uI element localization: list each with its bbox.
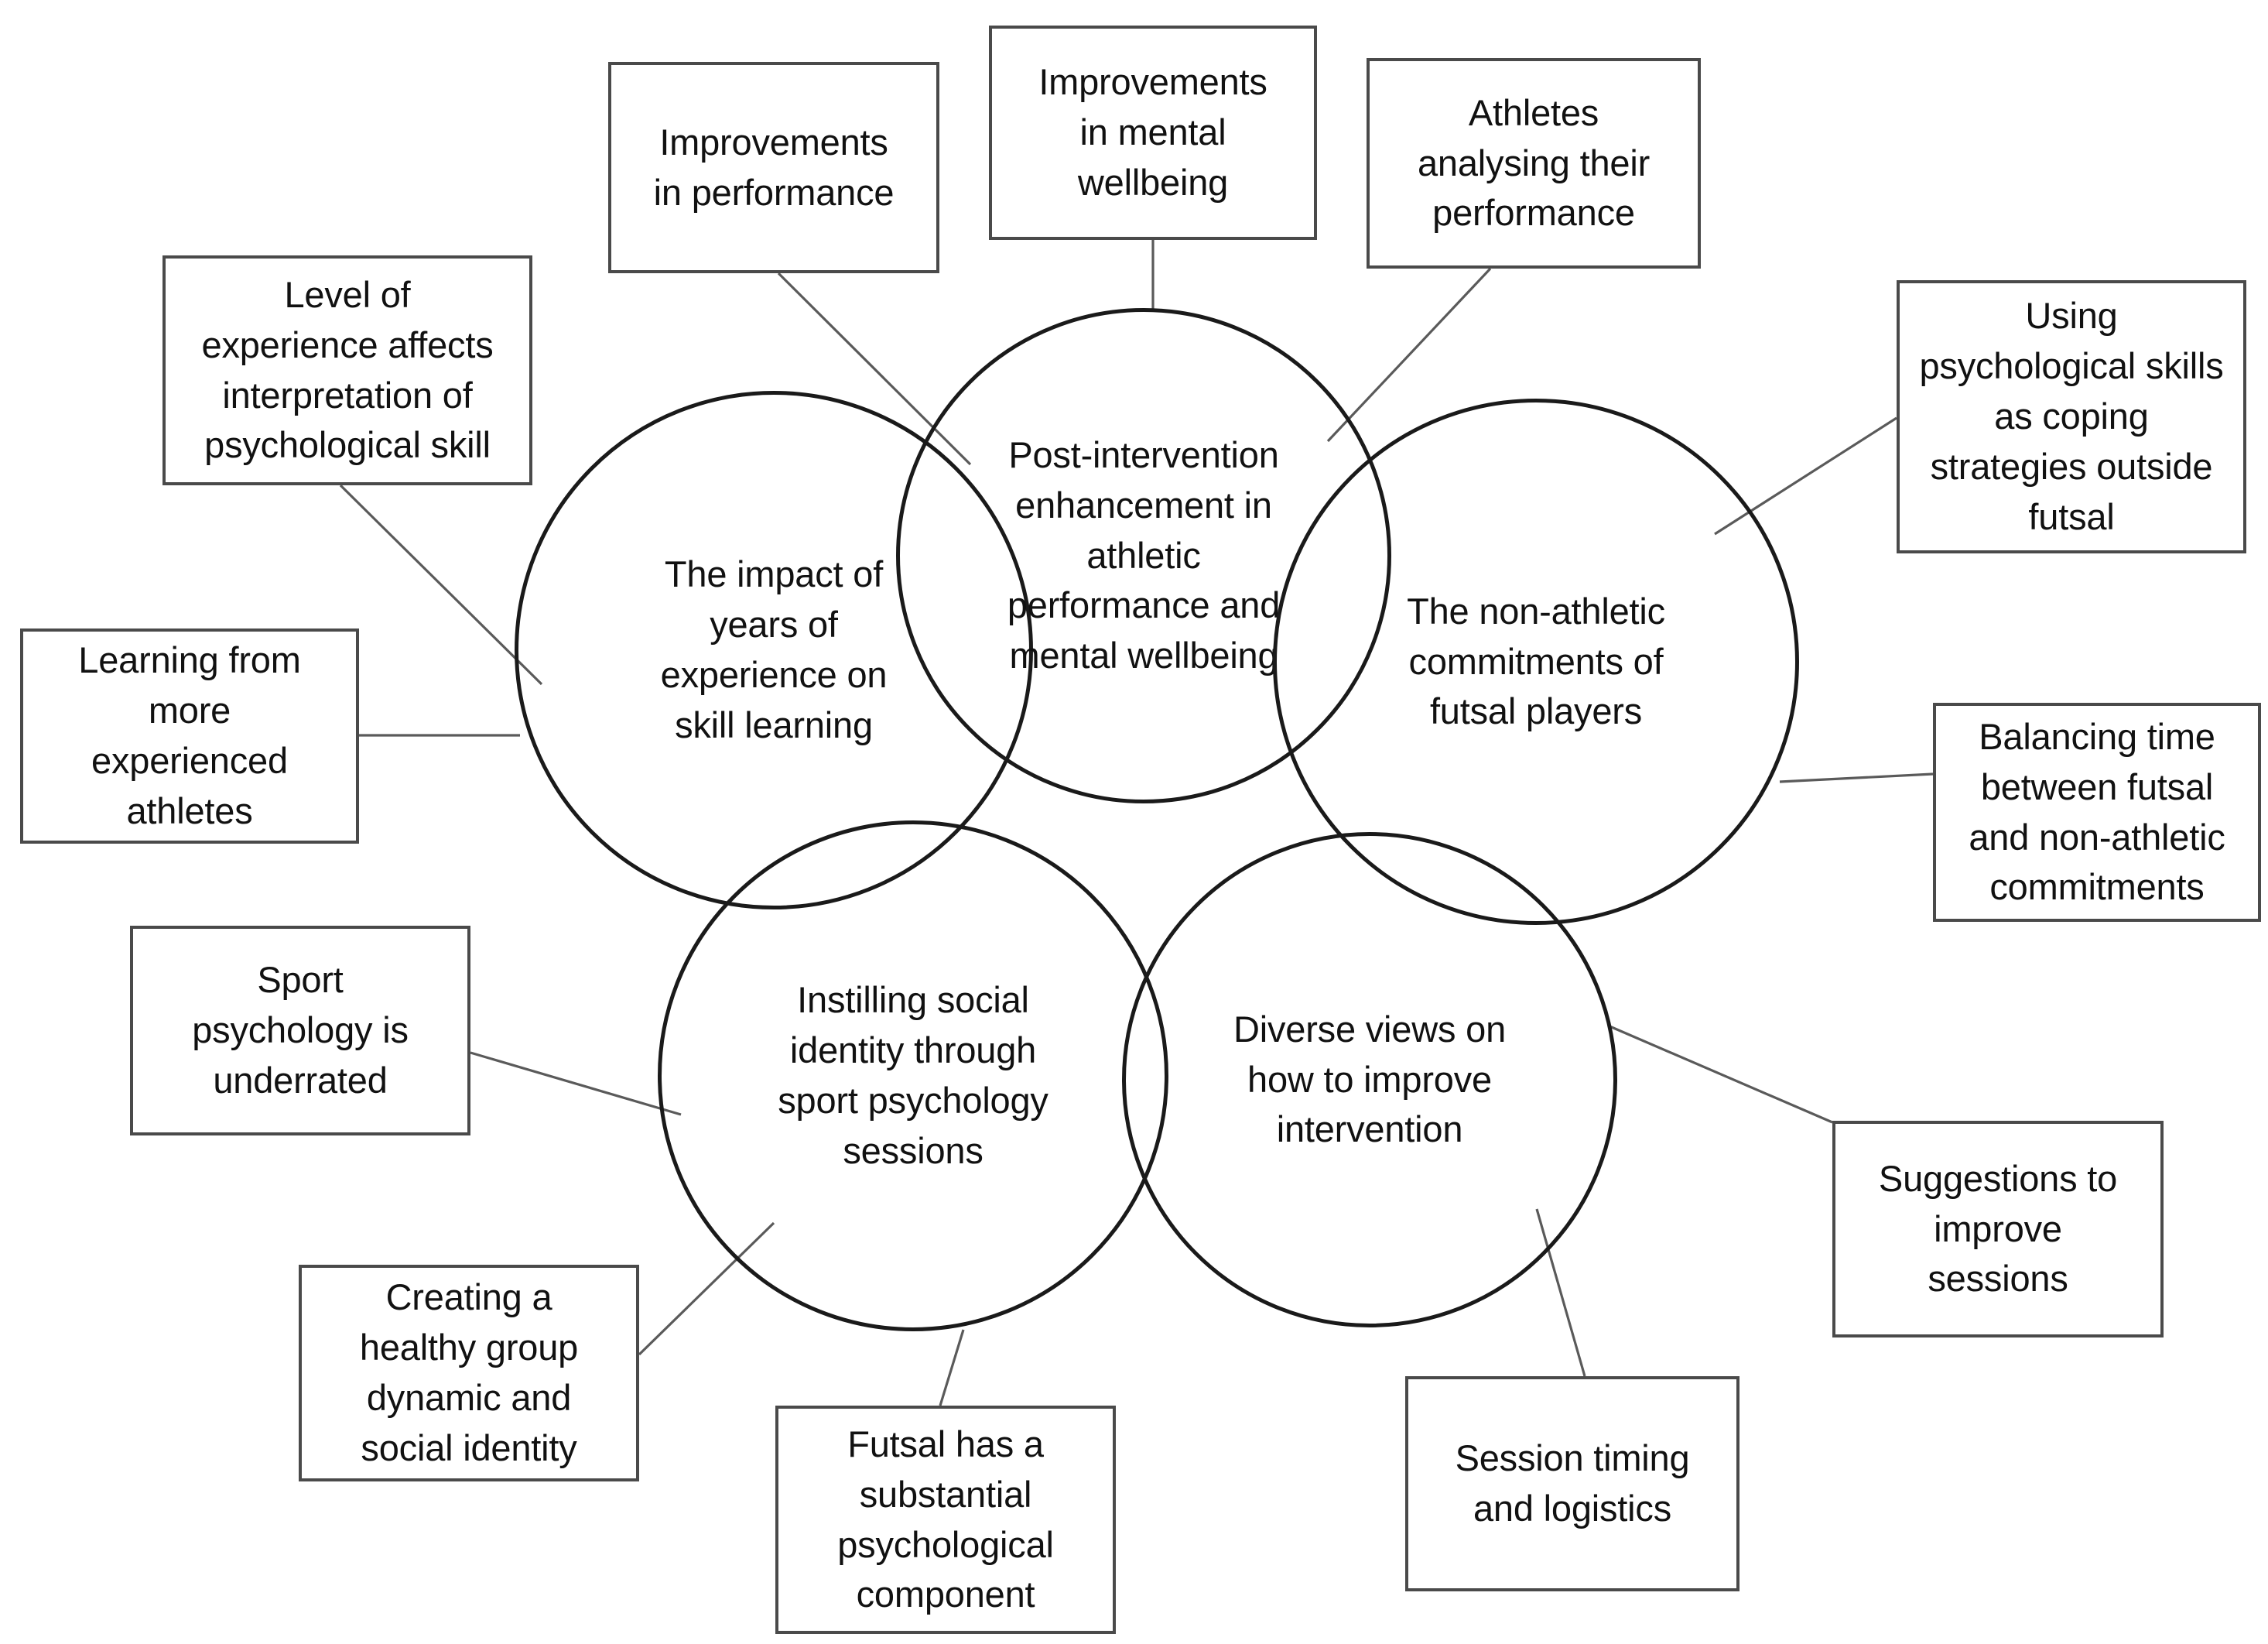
theme-circle-non-athletic-commitments[interactable]: The non-athletic commitments of futsal p… <box>1273 399 1799 925</box>
code-box-sport-psychology-underrated[interactable]: Sport psychology is underrated <box>130 926 470 1135</box>
code-box-label: Improvements in mental wellbeing <box>1038 61 1267 203</box>
code-box-athletes-analysing-performance[interactable]: Athletes analysing their performance <box>1367 58 1701 269</box>
code-box-label: Improvements in performance <box>653 121 895 213</box>
theme-circle-label: The impact of years of experience on ski… <box>660 553 888 745</box>
code-box-label: Session timing and logistics <box>1455 1437 1690 1529</box>
code-box-level-of-experience-interpretation[interactable]: Level of experience affects interpretati… <box>162 255 532 485</box>
code-box-label: Creating a healthy group dynamic and soc… <box>359 1276 579 1468</box>
code-box-creating-healthy-group-dynamic[interactable]: Creating a healthy group dynamic and soc… <box>299 1265 639 1481</box>
theme-circle-label: Post-intervention enhancement in athleti… <box>1007 433 1281 676</box>
code-box-improvements-in-mental-wellbeing[interactable]: Improvements in mental wellbeing <box>989 26 1317 240</box>
theme-circle-label: Instilling social identity through sport… <box>778 979 1048 1171</box>
code-box-label: Using psychological skills as coping str… <box>1919 295 2224 537</box>
code-box-session-timing-and-logistics[interactable]: Session timing and logistics <box>1405 1376 1739 1591</box>
code-box-futsal-substantial-psychological[interactable]: Futsal has a substantial psychological c… <box>775 1406 1116 1634</box>
code-box-label: Level of experience affects interpretati… <box>201 273 494 466</box>
code-box-label: Balancing time between futsal and non-at… <box>1969 715 2225 908</box>
code-box-label: Sport psychology is underrated <box>192 959 409 1101</box>
code-box-label: Athletes analysing their performance <box>1417 91 1651 234</box>
code-box-improvements-in-performance[interactable]: Improvements in performance <box>608 62 939 273</box>
code-box-learning-from-experienced-athletes[interactable]: Learning from more experienced athletes <box>20 628 359 844</box>
theme-circle-diverse-views-intervention[interactable]: Diverse views on how to improve interven… <box>1122 832 1617 1327</box>
code-box-balancing-time-futsal-nonathletic[interactable]: Balancing time between futsal and non-at… <box>1933 703 2261 922</box>
code-box-label: Futsal has a substantial psychological c… <box>837 1423 1054 1615</box>
code-box-suggestions-to-improve-sessions[interactable]: Suggestions to improve sessions <box>1832 1121 2164 1337</box>
code-box-label: Learning from more experienced athletes <box>78 639 301 831</box>
theme-circle-label: Diverse views on how to improve interven… <box>1233 1008 1507 1150</box>
theme-circle-label: The non-athletic commitments of futsal p… <box>1407 590 1665 732</box>
code-box-label: Suggestions to improve sessions <box>1878 1157 2118 1300</box>
code-box-using-psychological-skills-coping[interactable]: Using psychological skills as coping str… <box>1897 280 2246 553</box>
theme-circle-instilling-social-identity[interactable]: Instilling social identity through sport… <box>658 820 1168 1331</box>
